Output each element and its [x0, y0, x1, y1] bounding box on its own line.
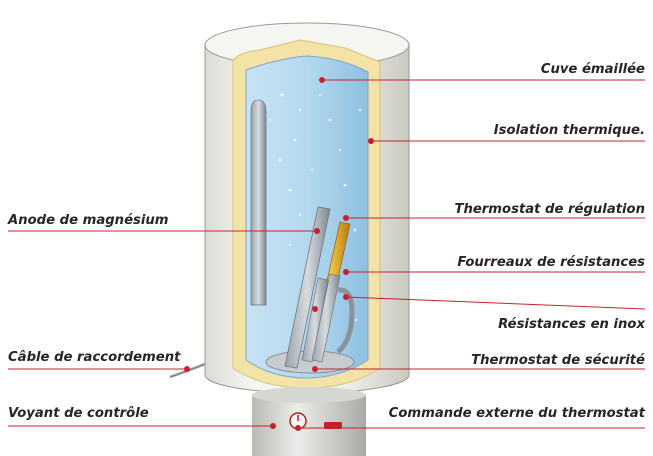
- label-fourreaux: Fourreaux de résistances: [457, 254, 645, 270]
- label-thermostat-securite: Thermostat de sécurité: [471, 352, 645, 368]
- element-sheaths: [301, 273, 355, 363]
- label-thermostat-regulation: Thermostat de régulation: [454, 201, 645, 217]
- leader-lines: [8, 79, 646, 429]
- water-bubbles: [268, 93, 362, 342]
- label-voyant: Voyant de contrôle: [8, 405, 149, 421]
- label-anode: Anode de magnésium: [7, 212, 169, 228]
- label-cuve: Cuve émaillée: [541, 61, 645, 77]
- thermostat-tube: [284, 206, 331, 369]
- label-resistances: Résistances en inox: [498, 316, 645, 332]
- tank-water: [245, 55, 369, 379]
- label-cable: Câble de raccordement: [8, 349, 181, 365]
- thermostat-knob: [289, 412, 307, 430]
- leader-dots: [184, 77, 374, 431]
- magnesium-anode: [250, 99, 267, 306]
- leader-resistances: [345, 296, 646, 310]
- label-isolation: Isolation thermique.: [494, 123, 645, 138]
- label-commande: Commande externe du thermostat: [389, 406, 646, 421]
- brand-plate: [324, 422, 342, 429]
- control-housing: [252, 387, 366, 456]
